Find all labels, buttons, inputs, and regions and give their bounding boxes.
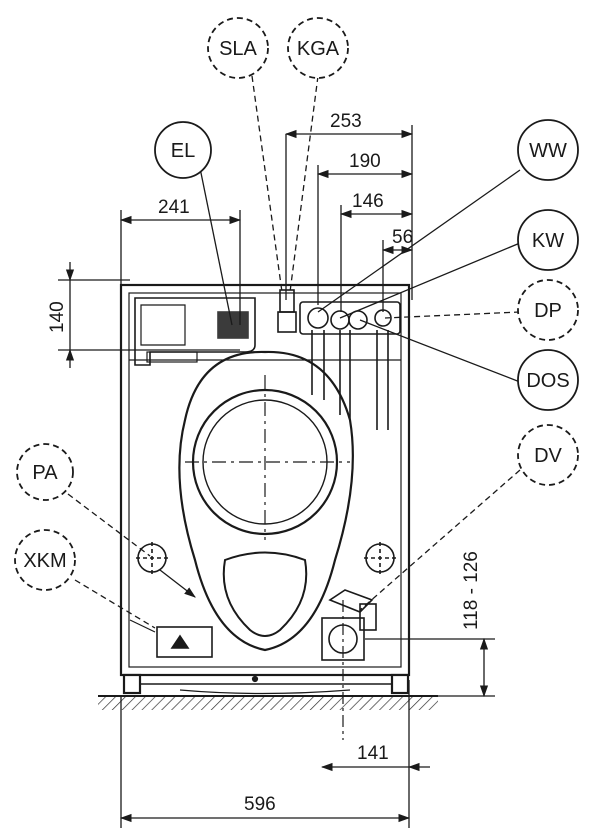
- callout-dv: DV: [517, 424, 579, 486]
- dim-596-label: 596: [244, 794, 276, 815]
- floor: [98, 695, 438, 710]
- transport-bolts: [136, 542, 396, 574]
- callout-el: EL: [154, 121, 212, 179]
- dim-141-label: 141: [357, 743, 389, 764]
- callout-pa-label: PA: [32, 462, 58, 484]
- callout-ww: WW: [517, 119, 579, 181]
- drain-outlet: [321, 589, 377, 740]
- dim-118-126-label: 118 - 126: [461, 551, 482, 630]
- callout-kga-label: KGA: [297, 38, 340, 60]
- callout-xkm: XKM: [14, 529, 76, 591]
- callout-pa: PA: [16, 443, 74, 501]
- dim-56-label: 56: [392, 227, 413, 248]
- machine-cabinet: [119, 283, 411, 695]
- dimension-lines: [58, 125, 495, 828]
- callout-dp: DP: [517, 279, 579, 341]
- dim-190-label: 190: [349, 151, 381, 172]
- callout-kga: KGA: [287, 17, 349, 79]
- water-connections: [277, 289, 401, 430]
- callout-dp-label: DP: [534, 300, 562, 322]
- callout-sla-label: SLA: [219, 38, 257, 60]
- callout-dv-label: DV: [534, 445, 562, 467]
- dim-253-label: 253: [330, 111, 362, 132]
- drum: [178, 350, 354, 652]
- callout-el-label: EL: [171, 140, 195, 162]
- callout-dos: DOS: [517, 349, 579, 411]
- callout-dos-label: DOS: [526, 370, 569, 392]
- callout-sla: SLA: [207, 17, 269, 79]
- callout-leaders: [59, 75, 521, 629]
- dim-146-label: 146: [352, 191, 384, 212]
- callout-kw: KW: [517, 209, 579, 271]
- callout-kw-label: KW: [532, 230, 564, 252]
- dim-140-label: 140: [47, 301, 68, 333]
- electrical-box: [134, 297, 256, 366]
- bottom-left-control: [129, 619, 213, 658]
- callout-xkm-label: XKM: [23, 550, 66, 572]
- dim-241-label: 241: [158, 197, 190, 218]
- callout-ww-label: WW: [529, 140, 567, 162]
